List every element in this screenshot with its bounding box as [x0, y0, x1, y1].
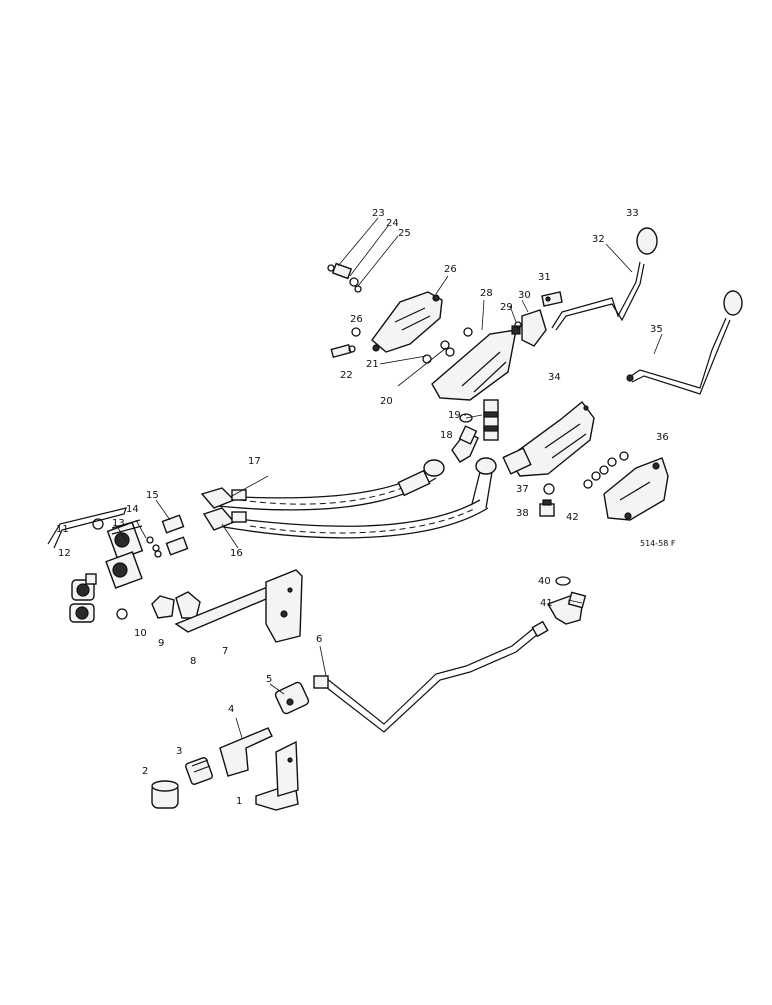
fitting-23-25 [327, 262, 362, 293]
o-ring-26 [351, 327, 361, 337]
o-ring-42d [591, 471, 601, 481]
label-38: 37 [516, 484, 529, 495]
o-ring-38 [543, 483, 555, 495]
quick-coupler-12b [69, 603, 95, 623]
o-ring-42a [599, 465, 609, 475]
clevis-32 [541, 291, 563, 307]
label-11: 11 [56, 524, 69, 535]
valve-cover-28 [371, 291, 443, 353]
label-34: 33 [626, 208, 639, 219]
label-17: 17 [248, 456, 261, 467]
adapter-3 [185, 757, 213, 785]
label-36: 35 [650, 324, 663, 335]
adapter-fitting [483, 399, 499, 441]
label-8: 8 [190, 656, 196, 667]
label-31: 30 [518, 290, 531, 301]
label-30: 29 [500, 302, 513, 313]
label-20: 20 [380, 396, 393, 407]
clamp-10 [151, 591, 201, 619]
plug-39 [539, 499, 555, 517]
figure-code: 514-58 F [640, 539, 676, 548]
valve-35 [502, 400, 595, 477]
o-ring-19 [459, 413, 473, 423]
label-32: 31 [538, 272, 551, 283]
label-42: 42 [566, 512, 579, 523]
elbow-18 [451, 425, 479, 463]
o-ring-14c [154, 550, 162, 558]
label-13: 13 [112, 518, 125, 529]
eye-fitting [92, 518, 128, 620]
fitting-22 [330, 343, 356, 359]
label-1: 1 [236, 796, 242, 807]
bracket-1 [255, 740, 299, 811]
elbow-41 [546, 591, 587, 625]
label-19: 19 [448, 410, 461, 421]
o-ring-14b [152, 544, 160, 552]
label-2: 2 [142, 766, 148, 777]
leader-lines [117, 217, 663, 739]
label-15: 15 [146, 490, 159, 501]
label-41: 41 [540, 598, 553, 609]
valve-body-29 [431, 325, 521, 401]
callout-labels: 23 24 25 26 25 26 22 21 20 28 29 30 31 3… [56, 208, 676, 807]
label-10: 10 [134, 628, 147, 639]
bracket-4 [219, 727, 273, 777]
o-ring-29 [463, 327, 473, 337]
label-14: 14 [126, 504, 139, 515]
o-ring-20b [445, 347, 455, 357]
label-28: 26 [444, 264, 457, 275]
label-9: 9 [158, 638, 164, 649]
label-16: 16 [230, 548, 243, 559]
o-ring-14a [146, 536, 154, 544]
label-25: 25 [398, 228, 411, 239]
hose-end-fittings [200, 487, 247, 531]
label-4: 4 [228, 704, 234, 715]
bracket-31 [514, 309, 547, 347]
label-35: 34 [548, 372, 561, 383]
label-40: 40 [538, 576, 551, 587]
label-3: 3 [176, 746, 182, 757]
label-22: 22 [340, 370, 353, 381]
lever-33 [551, 227, 658, 331]
couplers-12-13 [105, 519, 144, 589]
label-26b: 26 [350, 314, 363, 325]
label-24: 24 [386, 218, 399, 229]
fitting-5 [274, 681, 310, 715]
bracket-7 [265, 569, 303, 643]
pipe-6 [313, 620, 549, 733]
hose-16 [213, 457, 497, 539]
label-21: 21 [366, 359, 379, 370]
o-ring-42b [607, 457, 617, 467]
label-29: 28 [480, 288, 493, 299]
quick-coupler-12a [71, 573, 97, 601]
o-ring-40 [555, 576, 571, 586]
label-39: 38 [516, 508, 529, 519]
o-ring-42e [619, 451, 629, 461]
adapter-15 [161, 514, 189, 556]
label-6: 6 [316, 634, 322, 645]
label-23: 23 [372, 208, 385, 219]
label-7: 7 [222, 646, 228, 657]
o-ring-42c [583, 479, 593, 489]
hose-17 [211, 459, 445, 511]
label-5: 5 [266, 674, 272, 685]
label-18: 18 [440, 430, 453, 441]
label-12: 12 [58, 548, 71, 559]
coupler-bracket-11 [47, 507, 127, 549]
label-33: 32 [592, 234, 605, 245]
label-37: 36 [656, 432, 669, 443]
lever-36 [626, 290, 743, 395]
o-ring-20a [440, 340, 450, 350]
cap-2 [151, 780, 179, 809]
cover-37 [603, 457, 669, 521]
